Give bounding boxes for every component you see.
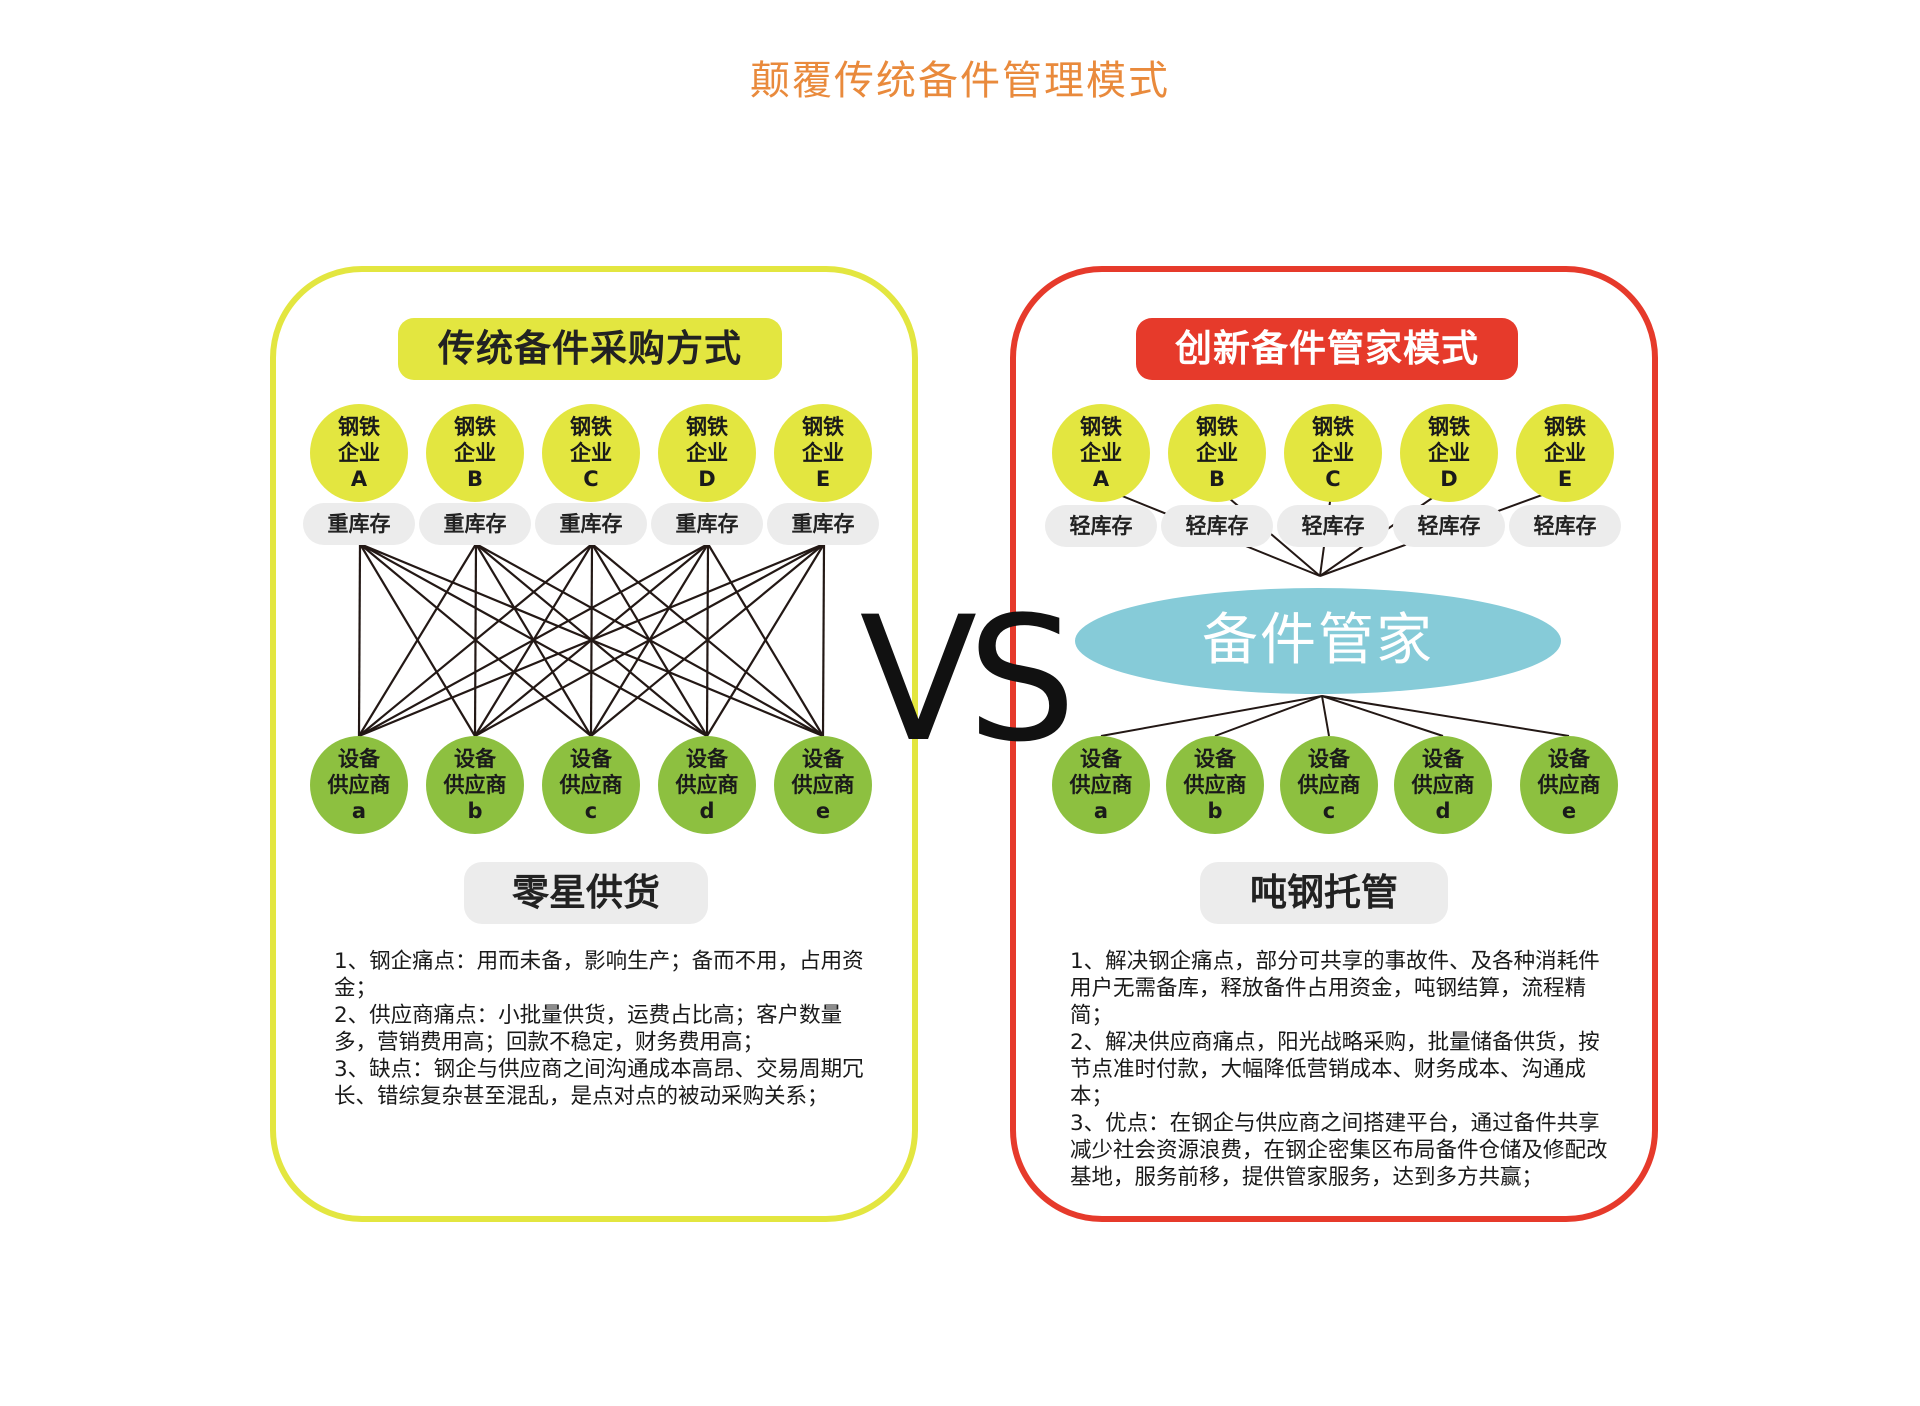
right-inventory-tag-d: 轻库存 [1393, 505, 1505, 547]
page-title: 颠覆传统备件管理模式 [750, 58, 1170, 104]
innovative-title: 创新备件管家模式 [1136, 318, 1518, 380]
right-inventory-tag-a: 轻库存 [1045, 505, 1157, 547]
left-inventory-tag-d: 重库存 [651, 503, 763, 545]
left-note-3: 3、缺点：钢企与供应商之间沟通成本高昂、交易周期冗长、错综复杂甚至混乱，是点对点… [334, 1057, 864, 1109]
right-inventory-tag-c: 轻库存 [1277, 505, 1389, 547]
vs-label: VS [859, 579, 1077, 780]
left-inventory-tag-e: 重库存 [767, 503, 879, 545]
left-note-1: 1、钢企痛点：用而未备，影响生产；备而不用，占用资金； [334, 949, 864, 1001]
left-inventory-tag-b: 重库存 [419, 503, 531, 545]
left-mode-name: 零星供货 [464, 862, 708, 924]
right-note-1: 1、解决钢企痛点，部分可共享的事故件、及各种消耗件用户无需备库，释放备件占用资金… [1070, 949, 1600, 1028]
right-notes: 1、解决钢企痛点，部分可共享的事故件、及各种消耗件用户无需备库，释放备件占用资金… [1070, 948, 1620, 1191]
hub-spare-parts-manager: 备件管家 [1075, 588, 1561, 694]
right-inventory-tag-b: 轻库存 [1161, 505, 1273, 547]
right-mode-name: 吨钢托管 [1200, 862, 1448, 924]
left-note-2: 2、供应商痛点：小批量供货，运费占比高；客户数量多，营销费用高；回款不稳定，财务… [334, 1003, 843, 1055]
left-notes: 1、钢企痛点：用而未备，影响生产；备而不用，占用资金； 2、供应商痛点：小批量供… [334, 948, 874, 1110]
left-inventory-tag-a: 重库存 [303, 503, 415, 545]
left-inventory-tag-c: 重库存 [535, 503, 647, 545]
right-inventory-tag-e: 轻库存 [1509, 505, 1621, 547]
right-note-2: 2、解决供应商痛点，阳光战略采购，批量储备供货，按节点准时付款，大幅降低营销成本… [1070, 1030, 1600, 1109]
traditional-title: 传统备件采购方式 [398, 318, 782, 380]
right-note-3: 3、优点：在钢企与供应商之间搭建平台，通过备件共享减少社会资源浪费，在钢企密集区… [1070, 1111, 1608, 1190]
